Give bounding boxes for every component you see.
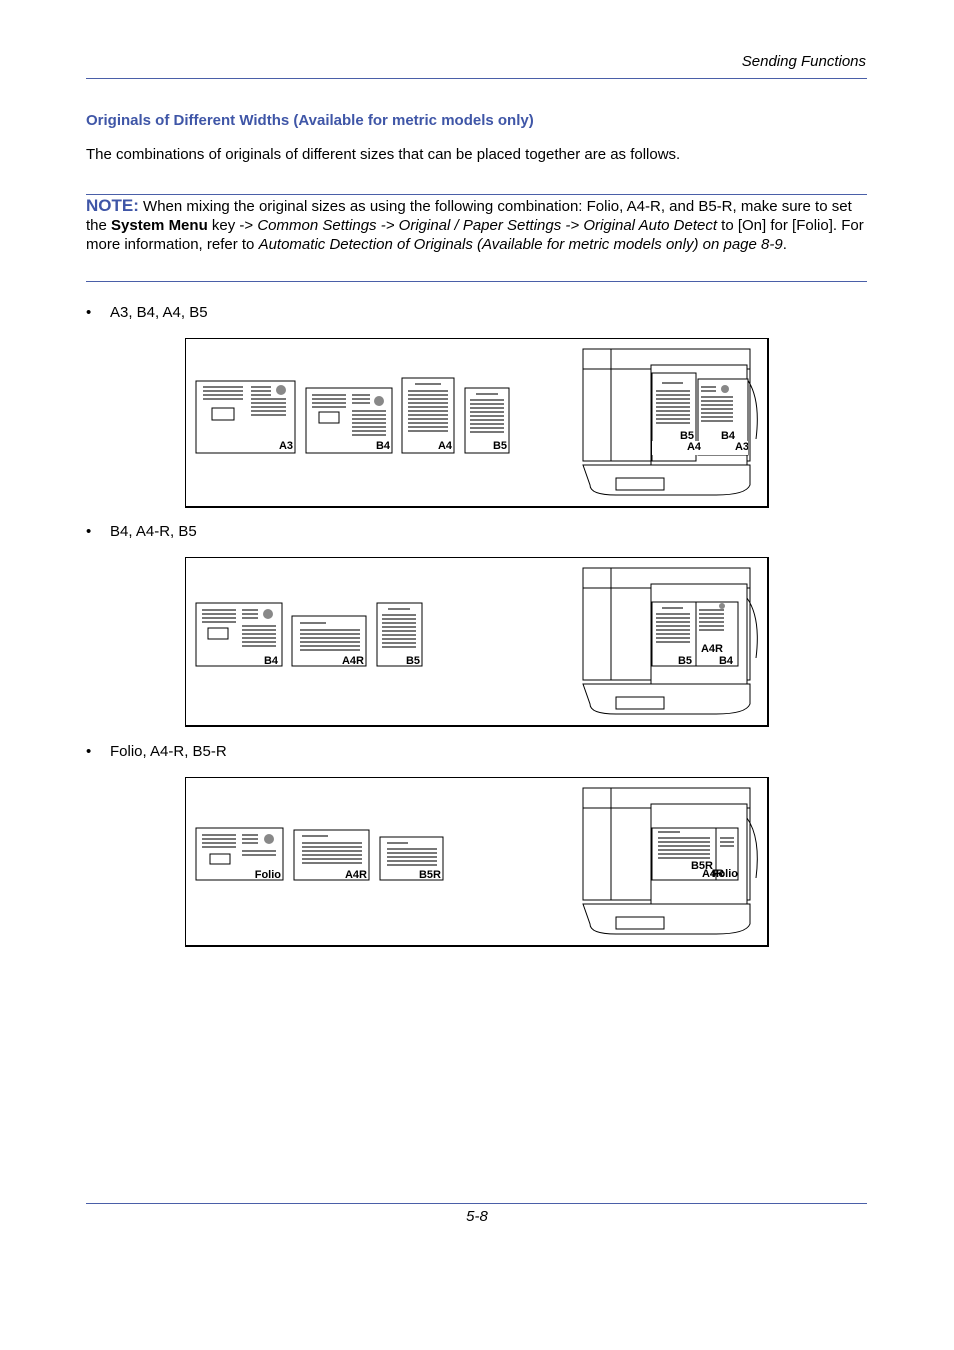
doc-label: Folio — [255, 869, 282, 881]
figure-b4-a4r-b5: B4 A4R B5 A4R B5 B4 — [185, 557, 769, 727]
note-text: When mixing the original sizes as using … — [86, 198, 852, 234]
document-b5: B5 — [376, 602, 423, 667]
document-b5: B5 — [464, 387, 510, 454]
tray-label: B5 — [678, 655, 692, 667]
figure-illustration: Folio A4R B5R B5R A4R Folio — [195, 787, 758, 935]
tray-label: B5R — [691, 860, 713, 872]
bullet-marker: • — [86, 304, 92, 321]
bullet-item: • B4, A4-R, B5 — [86, 523, 197, 540]
header-rule — [86, 78, 867, 79]
doc-label: A4R — [345, 869, 367, 881]
figure-folio-a4r-b5r: Folio A4R B5R B5R A4R Folio — [185, 777, 769, 947]
tray-label: B4 — [719, 655, 734, 667]
bullet-item: • A3, B4, A4, B5 — [86, 304, 208, 321]
bullet-text: A3, B4, A4, B5 — [110, 304, 208, 321]
document-a4r: A4R — [291, 615, 367, 667]
doc-label: A4 — [438, 440, 453, 452]
document-a4: A4 — [401, 377, 455, 454]
doc-label: B4 — [264, 655, 279, 667]
document-b4: B4 — [195, 602, 283, 667]
tray-label: B5 — [680, 430, 694, 442]
note-top-rule — [86, 194, 867, 195]
note-box: NOTE: When mixing the original sizes as … — [86, 196, 867, 254]
document-folio: Folio — [195, 827, 284, 881]
doc-label: B5 — [406, 655, 420, 667]
figure-illustration: A3 B4 A4 B5 — [195, 348, 758, 496]
tray-label: B4 — [721, 430, 736, 442]
document-b5r: B5R — [379, 836, 444, 881]
tray-label: A4R — [701, 643, 723, 655]
doc-label: B5 — [493, 440, 507, 452]
note-text: to [On] for [Folio]. For more informatio… — [86, 217, 864, 253]
doc-label: B5R — [419, 869, 441, 881]
note-text: . — [782, 236, 787, 253]
tray-label: A4R — [702, 868, 724, 880]
note-system-menu: System Menu — [111, 217, 208, 234]
document-b4: B4 — [305, 387, 393, 454]
document-a3: A3 — [195, 380, 296, 454]
note-bottom-rule — [86, 281, 867, 282]
running-header: Sending Functions — [741, 53, 866, 70]
bullet-text: B4, A4-R, B5 — [110, 523, 197, 540]
doc-label: A3 — [279, 440, 293, 452]
tray-label: Folio — [712, 868, 739, 880]
doc-label: B4 — [376, 440, 391, 452]
doc-label: A4R — [342, 655, 364, 667]
section-title: Originals of Different Widths (Available… — [86, 112, 534, 129]
figure-illustration: B4 A4R B5 A4R B5 B4 — [195, 567, 758, 715]
bullet-marker: • — [86, 743, 92, 760]
note-settings-path: Common Settings -> Original / Paper Sett… — [257, 217, 717, 234]
note-label: NOTE: — [86, 196, 139, 215]
document-processor: B5R A4R Folio — [582, 787, 758, 935]
note-text: key -> — [207, 217, 258, 234]
footer-rule — [86, 1203, 867, 1204]
bullet-text: Folio, A4-R, B5-R — [110, 743, 227, 760]
bullet-item: • Folio, A4-R, B5-R — [86, 743, 227, 760]
note-reference: Automatic Detection of Originals (Availa… — [258, 236, 783, 253]
document-processor: A4R B5 B4 — [582, 567, 758, 715]
tray-label: A4 — [687, 441, 702, 453]
figure-a3-b4-a4-b5: A3 B4 A4 B5 — [185, 338, 769, 508]
bullet-marker: • — [86, 523, 92, 540]
tray-label: A3 — [735, 441, 749, 453]
page-number: 5-8 — [466, 1208, 488, 1225]
intro-paragraph: The combinations of originals of differe… — [86, 146, 681, 163]
document-a4r: A4R — [293, 829, 370, 881]
document-processor: B5 B4 A4 A3 — [582, 348, 758, 496]
